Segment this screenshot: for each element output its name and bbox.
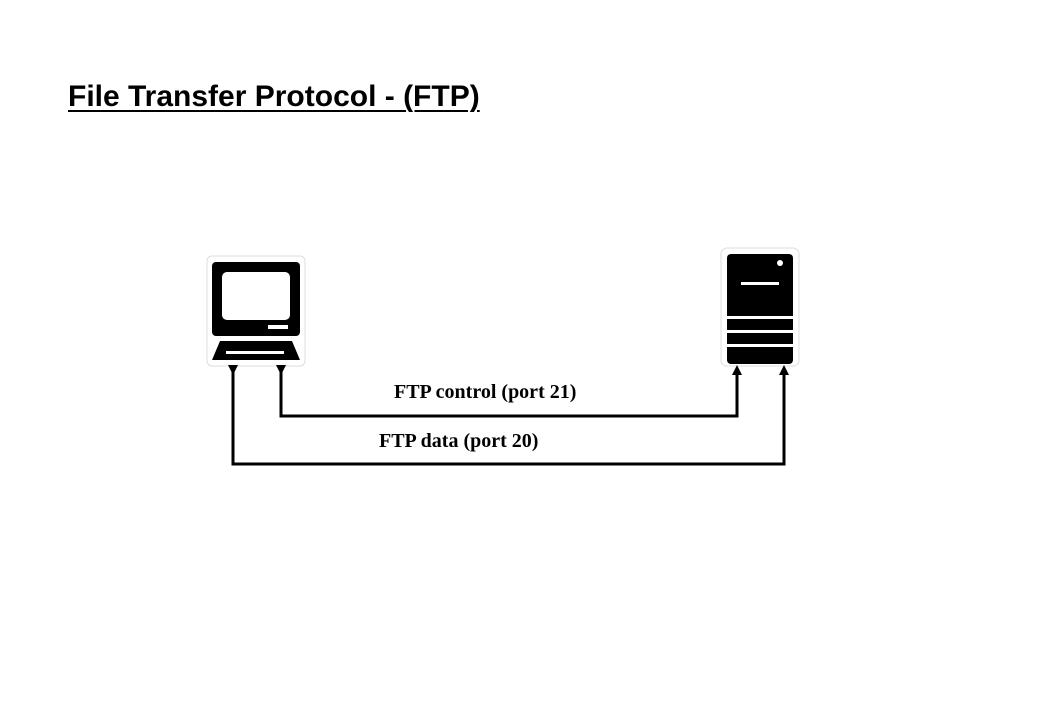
ftp-data-connection [228, 365, 789, 466]
server-tower-icon [720, 247, 800, 367]
ftp-control-connection [276, 365, 742, 418]
desktop-computer-icon [206, 255, 306, 367]
ftp-data-label: FTP data (port 20) [379, 430, 538, 452]
page-title: File Transfer Protocol - (FTP) [68, 80, 480, 113]
ftp-control-label: FTP control (port 21) [394, 381, 576, 403]
